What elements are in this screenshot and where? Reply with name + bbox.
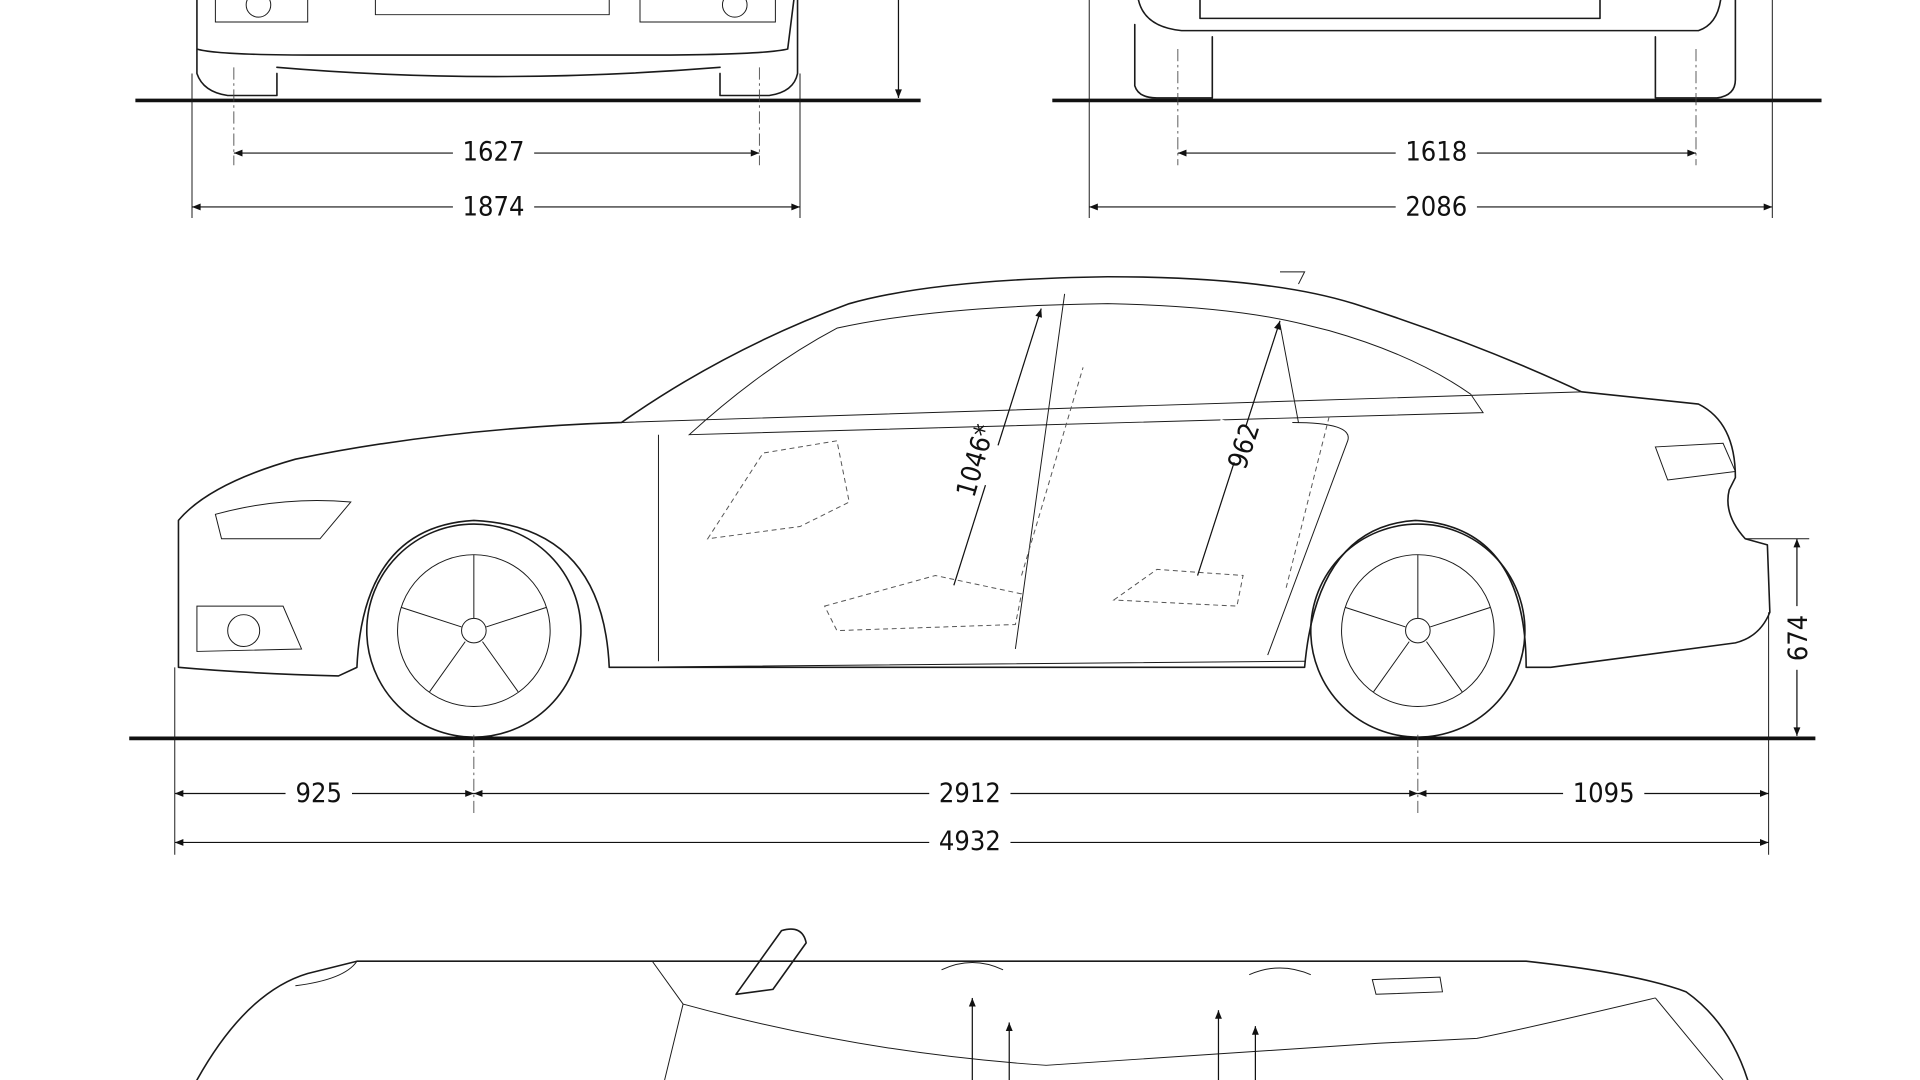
front-overhang-label: 925 [296,778,342,809]
rear-width-label: 2086 [1405,192,1467,223]
front-view: 1627 1874 [135,0,921,223]
top-view [196,928,1749,1080]
rear-overhang-label: 1095 [1573,778,1635,809]
rear-view: 1618 2086 [1052,0,1822,223]
rear-track-label: 1618 [1405,136,1467,167]
front-width-label: 1874 [463,192,525,223]
bumper-height-label: 674 [1783,615,1814,661]
side-view: 1046* 962 674 925 2912 1095 4932 [129,271,1816,858]
front-track-label: 1627 [463,136,525,167]
wheelbase-label: 2912 [939,778,1001,809]
overall-length-label: 4932 [939,826,1001,857]
